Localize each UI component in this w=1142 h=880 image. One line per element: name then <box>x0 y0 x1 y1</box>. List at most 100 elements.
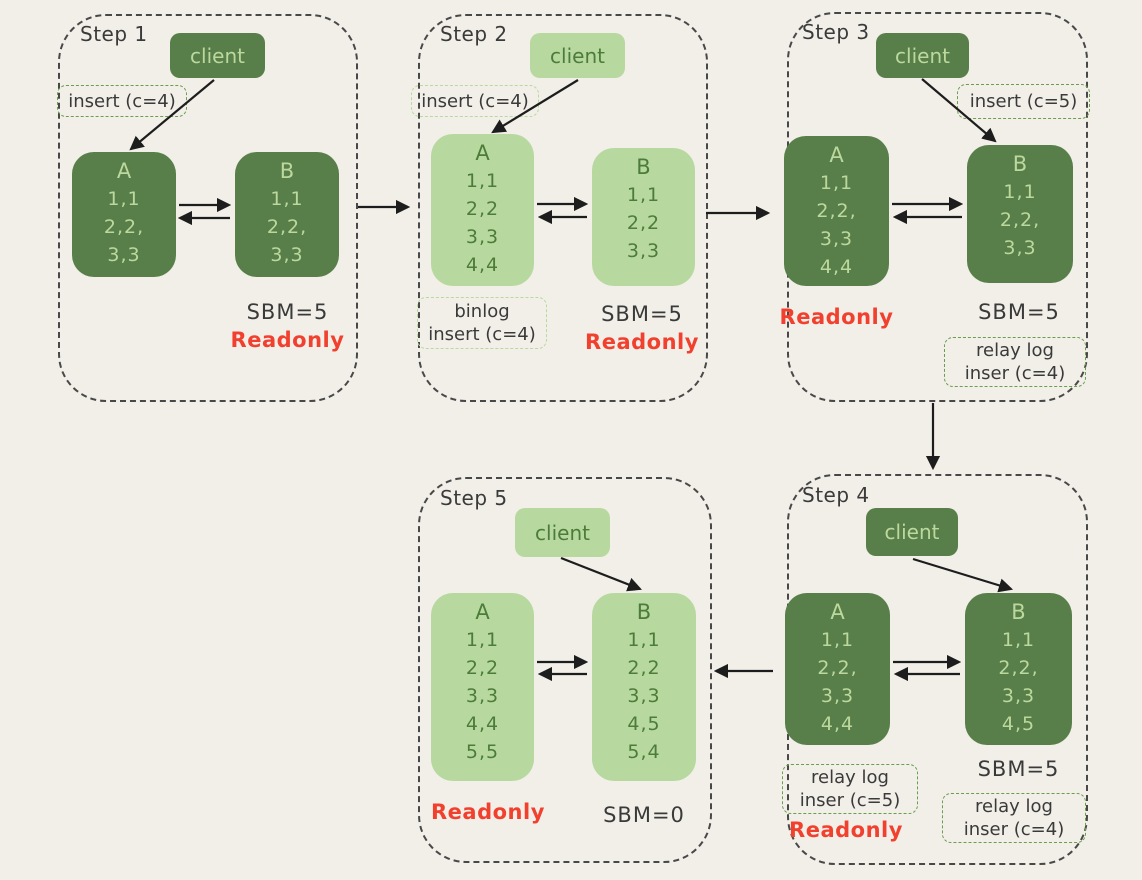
step-3-readonly-flag: Readonly <box>779 305 894 329</box>
node-b-title: B <box>636 600 652 624</box>
step-4-relay-log-a-tag: relay log inser (c=5) <box>782 764 918 814</box>
step-3-relay-log-tag: relay log inser (c=4) <box>944 337 1086 387</box>
node-row: 3,3 <box>1003 237 1037 259</box>
node-row: 2,2 <box>626 212 661 234</box>
node-row: 4,5 <box>627 713 661 735</box>
step-2-insert-tag: insert (c=4) <box>411 85 539 117</box>
step-3-node-a: A 1,1 2,2, 3,3 4,4 <box>784 136 889 286</box>
step-2-client-node: client <box>530 33 625 78</box>
node-row: 1,1 <box>270 188 304 210</box>
step-5-node-a: A 1,1 2,2 3,3 4,4 5,5 <box>431 593 534 781</box>
node-b-title: B <box>636 155 651 179</box>
node-row: 2,2, <box>817 657 858 679</box>
node-a-title: A <box>475 141 490 165</box>
node-row: 3,3 <box>107 244 141 266</box>
step-1-label: Step 1 <box>80 22 148 46</box>
node-row: 1,1 <box>627 629 661 651</box>
node-row: 4,4 <box>819 256 854 278</box>
node-row: 4,4 <box>465 254 500 276</box>
node-row: 4,4 <box>465 713 500 735</box>
node-row: 4,5 <box>1001 713 1036 735</box>
node-row: 1,1 <box>465 170 500 192</box>
step-5-container <box>418 477 712 863</box>
client-label: client <box>895 43 950 68</box>
node-row: 3,3 <box>626 240 661 262</box>
node-row: 3,3 <box>465 226 500 248</box>
node-row: 2,2, <box>103 216 145 238</box>
step-5-readonly-flag: Readonly <box>431 800 545 824</box>
node-row: 1,1 <box>107 188 141 210</box>
node-row: 5,4 <box>627 741 661 763</box>
binlog-tag-line: binlog <box>454 301 510 322</box>
step-1-node-b: B 1,1 2,2, 3,3 <box>235 152 339 277</box>
node-row: 3,3 <box>465 685 500 707</box>
node-row: 1,1 <box>626 184 661 206</box>
node-row: 4,4 <box>820 713 855 735</box>
step-3-sbm-value: SBM=5 <box>978 300 1060 324</box>
step-4-label: Step 4 <box>802 483 870 507</box>
node-row: 2,2 <box>465 657 500 679</box>
node-a-title: A <box>830 600 845 624</box>
step-4-relay-log-b-tag: relay log inser (c=4) <box>942 793 1086 843</box>
relay-log-tag-line: inser (c=4) <box>963 819 1065 840</box>
node-row: 2,2, <box>998 657 1039 679</box>
relay-log-tag-line: inser (c=5) <box>799 790 901 811</box>
node-row: 3,3 <box>1001 685 1036 707</box>
step-1-node-a: A 1,1 2,2, 3,3 <box>72 152 176 277</box>
node-b-title: B <box>1012 152 1028 176</box>
node-a-title: A <box>829 143 844 167</box>
node-row: 3,3 <box>819 228 854 250</box>
node-row: 2,2 <box>627 657 661 679</box>
step-5-client-node: client <box>515 508 610 557</box>
step-2-node-b: B 1,1 2,2 3,3 <box>592 148 695 286</box>
step-1-container <box>58 14 358 402</box>
node-b-title: B <box>1011 600 1026 624</box>
node-row: 2,2, <box>266 216 308 238</box>
insert-tag-label: insert (c=4) <box>421 90 529 112</box>
step-4-sbm-value: SBM=5 <box>977 757 1060 781</box>
insert-tag-label: insert (c=5) <box>969 91 1078 112</box>
relay-log-tag-line: relay log <box>811 767 889 788</box>
step-2-container <box>418 14 708 402</box>
relay-log-tag-line: relay log <box>975 796 1053 817</box>
step-1-client-node: client <box>170 33 265 78</box>
client-label: client <box>190 43 245 68</box>
step-4-node-b: B 1,1 2,2, 3,3 4,5 <box>965 593 1072 745</box>
step-5-label: Step 5 <box>440 486 508 510</box>
step-1-insert-tag: insert (c=4) <box>57 85 187 117</box>
node-row: 3,3 <box>820 685 855 707</box>
node-row: 3,3 <box>270 244 304 266</box>
step-3-insert-tag: insert (c=5) <box>957 84 1090 119</box>
node-row: 2,2, <box>816 200 857 222</box>
step-5-sbm-value: SBM=0 <box>603 803 685 827</box>
step-1-sbm-value: SBM=5 <box>246 300 329 324</box>
step-4-client-node: client <box>866 508 958 556</box>
step-2-binlog-tag: binlog insert (c=4) <box>417 297 547 349</box>
node-row: 1,1 <box>465 629 500 651</box>
step-3-node-b: B 1,1 2,2, 3,3 <box>967 145 1073 283</box>
node-row: 1,1 <box>820 629 855 651</box>
step-3-client-node: client <box>876 33 969 78</box>
insert-tag-label: insert (c=4) <box>68 90 176 112</box>
binlog-tag-line: insert (c=4) <box>428 324 536 345</box>
step-2-node-a: A 1,1 2,2 3,3 4,4 <box>431 134 534 286</box>
step-2-label: Step 2 <box>440 22 508 46</box>
step-1-readonly-flag: Readonly <box>230 328 345 352</box>
node-b-title: B <box>279 159 295 183</box>
node-row: 5,5 <box>465 741 500 763</box>
step-3-label: Step 3 <box>802 20 870 44</box>
client-label: client <box>550 43 605 68</box>
step-5-node-b: B 1,1 2,2 3,3 4,5 5,4 <box>592 593 696 781</box>
step-4-node-a: A 1,1 2,2, 3,3 4,4 <box>785 593 890 745</box>
node-row: 2,2, <box>999 209 1041 231</box>
step-4-readonly-flag: Readonly <box>789 818 903 842</box>
node-row: 3,3 <box>627 685 661 707</box>
node-row: 2,2 <box>465 198 500 220</box>
node-a-title: A <box>475 600 490 624</box>
step-2-readonly-flag: Readonly <box>585 330 699 354</box>
client-label: client <box>884 520 940 544</box>
client-label: client <box>535 520 590 545</box>
node-row: 1,1 <box>1001 629 1036 651</box>
node-row: 1,1 <box>819 172 854 194</box>
